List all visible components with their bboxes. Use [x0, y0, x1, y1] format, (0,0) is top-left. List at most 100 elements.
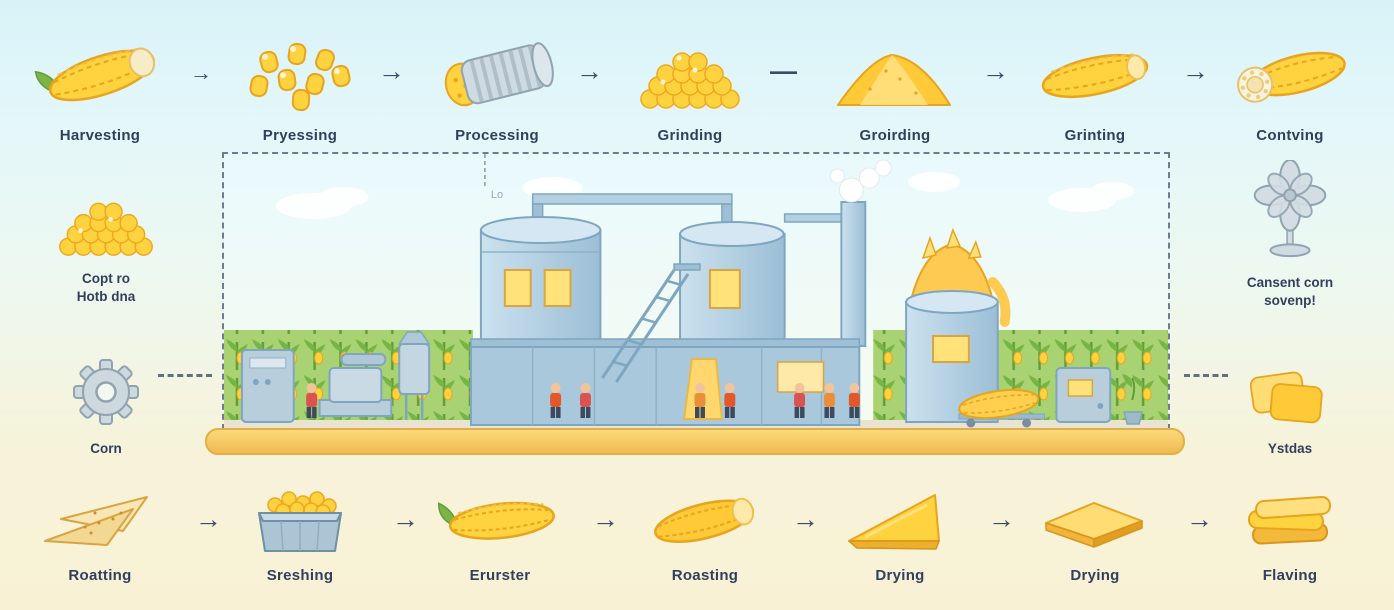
arrow-right-icon: → [1186, 504, 1213, 534]
arrow-right-icon: → [392, 504, 419, 534]
side-item-corn-kernels: Copt ro Hotb dna [28, 192, 184, 305]
corn-kernel-pile-icon [48, 192, 164, 258]
fan-icon [1225, 160, 1355, 262]
step-label: Harvesting [59, 127, 141, 144]
corn-cob-cross-section-icon [1237, 51, 1346, 103]
step-label: Processing [455, 127, 539, 144]
step-label: Flaving [1262, 567, 1318, 584]
factory-hall [469, 338, 861, 426]
step-flaving: Flaving [1205, 478, 1375, 584]
corn-cob-icon [1041, 53, 1149, 99]
side-item-corn-chips: Ystdas [1212, 366, 1368, 458]
stacked-chips-icon [1225, 478, 1355, 560]
corn-cob-icon [438, 501, 555, 540]
step-processing: Processing [412, 32, 582, 144]
tortilla-chips-icon [44, 496, 148, 546]
chip-container [905, 227, 1011, 423]
side-label: Corn [90, 441, 122, 456]
arrow-right-icon: → [982, 56, 1009, 86]
factory-platform [205, 428, 1185, 455]
corn-cob-icon [433, 478, 567, 560]
step-label: Roasting [671, 567, 739, 584]
corn-cob-icon [1025, 32, 1165, 120]
dashed-connector-left [158, 374, 212, 377]
step-label: Sreshing [266, 567, 334, 584]
corn-kernels-icon [235, 32, 365, 120]
step-label: Roatting [68, 567, 132, 584]
arrow-right-icon: → [195, 504, 222, 534]
conveyor-corn [958, 388, 1046, 428]
stacked-chips-icon [1247, 495, 1331, 545]
cornmeal-pile-icon [830, 32, 960, 120]
tortilla-chips-icon [35, 478, 165, 560]
callout-mark: Lo [484, 154, 503, 201]
flat-chip-icon [1030, 478, 1160, 560]
step-harvesting: Harvesting [15, 32, 185, 144]
step-sreshing: Sreshing [215, 478, 385, 584]
corn-wedge-icon [848, 494, 940, 550]
machine-right [1055, 367, 1144, 425]
machines-left [240, 331, 431, 423]
corn-chips-icon [1249, 371, 1323, 424]
corn-kernel-pile-icon [59, 202, 153, 256]
step-label: Erurster [469, 567, 531, 584]
fan-icon [1253, 160, 1327, 258]
step-grinding: Grinding [605, 32, 775, 144]
gear-icon [73, 359, 139, 425]
smokestack [829, 159, 892, 347]
side-label-line2: Hotb dna [76, 288, 136, 304]
stairs [601, 263, 701, 383]
side-label-line1: Cansent corn [1246, 275, 1334, 290]
arrow-right-icon: → [1182, 56, 1209, 86]
step-label: Contving [1256, 127, 1324, 144]
gear-icon [46, 356, 166, 428]
arrow-right-icon: → [792, 504, 819, 534]
step-roasting: Roasting [620, 478, 790, 584]
arrow-right-icon: → [988, 504, 1015, 534]
arrow-right-icon: → [190, 60, 212, 85]
corn-grinder-cylinder-icon [422, 32, 572, 120]
factory-scene: Lo [222, 152, 1170, 430]
corn-grinder-cylinder-icon [444, 42, 554, 107]
corn-cob-icon [638, 478, 772, 560]
smoke-puffs [829, 159, 892, 203]
side-label: Copt ro Hotb dna [77, 270, 136, 305]
step-grinting: Grinting [1010, 32, 1180, 144]
step-label: Groirding [859, 127, 931, 144]
step-roatting: Roatting [15, 478, 185, 584]
step-pryessing: Pryessing [215, 32, 385, 144]
side-item-gear: Corn [28, 356, 184, 458]
arrow-right-icon: → [592, 504, 619, 534]
side-label: Cansent corn sovenp! [1247, 274, 1333, 309]
corn-wedge-icon [835, 478, 965, 560]
flat-chip-icon [1045, 502, 1143, 548]
step-label: Grinting [1064, 127, 1126, 144]
arrow-right-icon: → [576, 56, 603, 86]
cornmeal-pile-icon [837, 54, 951, 106]
workers [306, 383, 860, 418]
side-label-line2: sovenp! [1264, 292, 1316, 308]
kernel-box-icon [258, 491, 342, 552]
corn-kernel-pile-icon [630, 32, 750, 120]
corn-kernel-pile-icon [640, 52, 740, 109]
arrow-right-icon: → [378, 56, 405, 86]
corn-cob-icon [654, 497, 755, 543]
step-label: Grinding [657, 127, 723, 144]
side-item-fan: Cansent corn sovenp! [1212, 160, 1368, 309]
side-label: Ystdas [1267, 441, 1313, 456]
step-label: Drying [875, 567, 925, 584]
kernel-box-icon [235, 478, 365, 560]
dash-connector-icon: — [770, 56, 797, 86]
corn-kernels-icon [249, 42, 351, 112]
step-label: Drying [1070, 567, 1120, 584]
corn-cob-icon [30, 32, 170, 120]
callout-mark-text: Lo [491, 189, 503, 201]
corn-cob-icon [34, 47, 156, 102]
dashed-connector-right [1184, 374, 1228, 377]
corn-cob-cross-section-icon [1220, 32, 1360, 120]
step-label: Pryessing [262, 127, 338, 144]
step-contving: Contving [1205, 32, 1375, 144]
step-erurster: Erurster [415, 478, 585, 584]
corn-chips-icon [1225, 366, 1355, 428]
